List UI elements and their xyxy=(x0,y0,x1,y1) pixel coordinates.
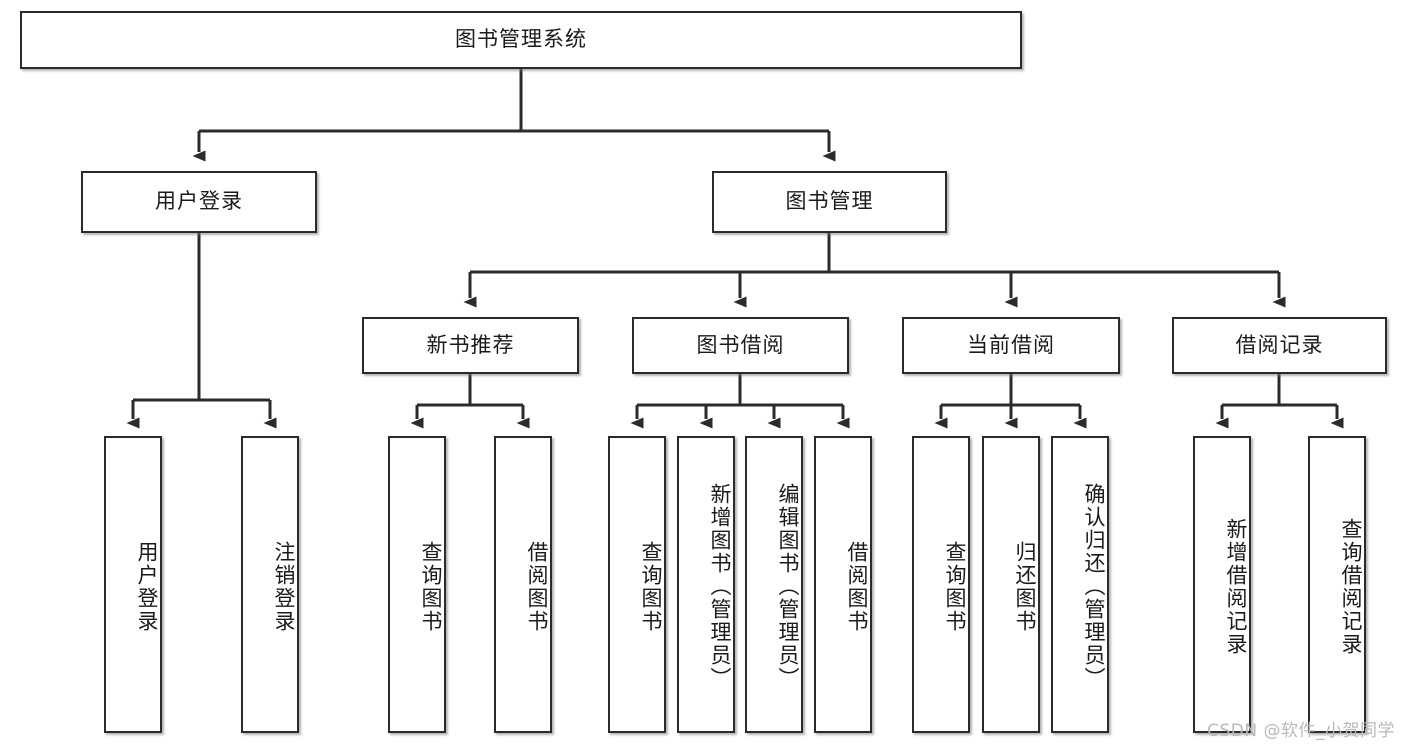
node-book-manage-label: 图书管理 xyxy=(785,189,874,214)
node-current-borrow[interactable]: 当前借阅 xyxy=(902,317,1120,374)
node-leaf-br-add-label: 新增借阅记录 xyxy=(1224,517,1248,656)
node-new-book-rec-label: 新书推荐 xyxy=(426,332,515,357)
node-leaf-rec-query[interactable]: 查询图书 xyxy=(388,436,446,733)
node-leaf-rec-borrow-label: 借阅图书 xyxy=(525,540,549,633)
node-leaf-cb-confirm-label: 确认归还（管理员） xyxy=(1082,483,1106,690)
node-user-login-label: 用户登录 xyxy=(155,189,243,214)
node-user-login[interactable]: 用户登录 xyxy=(81,171,317,233)
node-leaf-user-logout-label: 注销登录 xyxy=(272,540,296,633)
node-leaf-br-query-label: 查询借阅记录 xyxy=(1339,517,1363,656)
node-borrow-record[interactable]: 借阅记录 xyxy=(1172,317,1387,374)
node-leaf-cb-return-label: 归还图书 xyxy=(1013,540,1037,633)
node-book-manage[interactable]: 图书管理 xyxy=(712,171,947,233)
node-leaf-user-login-label: 用户登录 xyxy=(135,540,159,633)
node-leaf-cb-return[interactable]: 归还图书 xyxy=(982,436,1040,733)
node-root[interactable]: 图书管理系统 xyxy=(20,11,1022,69)
node-current-borrow-label: 当前借阅 xyxy=(967,332,1055,357)
node-leaf-bb-borrow[interactable]: 借阅图书 xyxy=(814,436,872,733)
node-leaf-bb-query[interactable]: 查询图书 xyxy=(608,436,666,733)
node-leaf-user-login[interactable]: 用户登录 xyxy=(104,436,162,733)
node-new-book-rec[interactable]: 新书推荐 xyxy=(362,317,579,374)
node-book-borrow-label: 图书借阅 xyxy=(696,332,785,357)
node-leaf-cb-query-label: 查询图书 xyxy=(943,540,967,633)
node-leaf-bb-add[interactable]: 新增图书（管理员） xyxy=(677,436,735,733)
node-leaf-cb-confirm[interactable]: 确认归还（管理员） xyxy=(1051,436,1109,733)
node-leaf-rec-borrow[interactable]: 借阅图书 xyxy=(494,436,552,733)
node-leaf-cb-query[interactable]: 查询图书 xyxy=(912,436,970,733)
node-leaf-bb-add-label: 新增图书（管理员） xyxy=(708,483,732,690)
node-leaf-br-query[interactable]: 查询借阅记录 xyxy=(1308,436,1366,733)
node-leaf-br-add[interactable]: 新增借阅记录 xyxy=(1193,436,1251,733)
csdn-watermark: CSDN @软件_小贺同学 xyxy=(1207,721,1395,741)
node-leaf-bb-edit[interactable]: 编辑图书（管理员） xyxy=(745,436,803,733)
node-book-borrow[interactable]: 图书借阅 xyxy=(632,317,849,374)
node-leaf-bb-borrow-label: 借阅图书 xyxy=(845,540,869,633)
node-leaf-bb-edit-label: 编辑图书（管理员） xyxy=(776,483,800,690)
node-leaf-user-logout[interactable]: 注销登录 xyxy=(241,436,299,733)
node-borrow-record-label: 借阅记录 xyxy=(1235,332,1324,357)
node-root-label: 图书管理系统 xyxy=(455,27,587,52)
node-leaf-rec-query-label: 查询图书 xyxy=(419,540,443,633)
node-leaf-bb-query-label: 查询图书 xyxy=(639,540,663,633)
